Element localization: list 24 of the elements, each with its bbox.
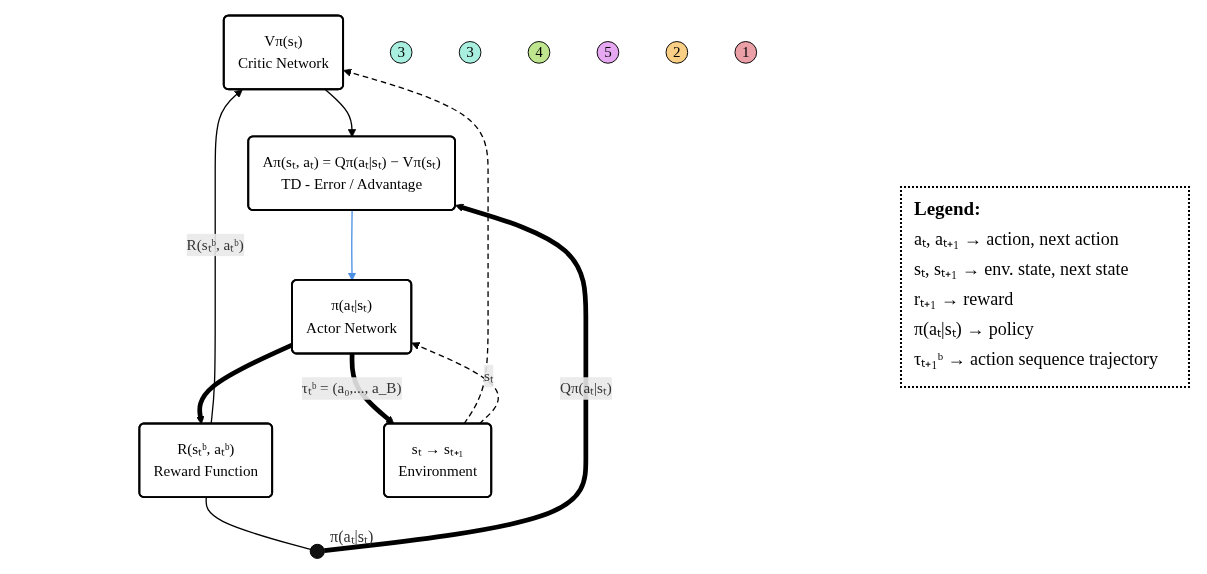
edge-label: Qπ(aₜ|sₜ) [559, 380, 612, 397]
legend-entry: π(aₜ|sₜ) → policy [914, 318, 1035, 340]
arrow [347, 209, 357, 281]
node-circle: 3 [458, 41, 482, 64]
legend-entry: τₜ₊₁ᵇ → action sequence trajectory [914, 348, 1159, 370]
arrow [324, 89, 357, 138]
node-circle: 3 [389, 41, 413, 64]
connector [205, 496, 312, 551]
node-circle: 1 [734, 41, 758, 64]
legend-heading: Legend: [914, 198, 982, 220]
arrow [324, 203, 589, 553]
legend-entry: rₜ₊₁ → reward [914, 288, 1015, 310]
legend-entry: aₜ, aₜ₊₁ → action, next action [914, 228, 1120, 250]
edge-label: τₜᵇ = (a₀,..., a_B) [301, 380, 402, 397]
legend-entry: sₜ, sₜ₊₁ → env. state, next state [914, 258, 1130, 280]
node-circle: 5 [596, 41, 620, 64]
node-circle: 4 [527, 41, 551, 64]
edge-label: R(sₜᵇ, aₜᵇ) [186, 236, 244, 253]
node-circle [309, 543, 325, 559]
node-caption: π(aₜ|sₜ) [330, 527, 374, 545]
node-circle: 2 [665, 41, 689, 64]
arrow [411, 342, 499, 425]
arrow [210, 89, 243, 425]
edge-label: sₜ [483, 367, 494, 384]
